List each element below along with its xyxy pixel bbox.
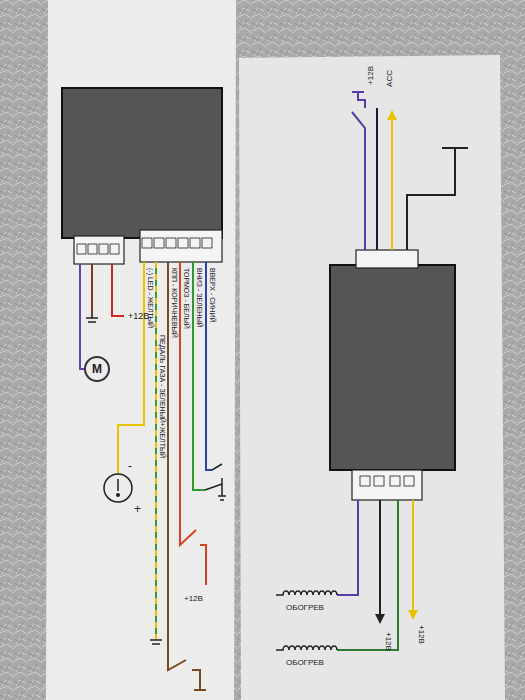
- wire-label: ПЕДАЛЬ ГАЗА - ЗЕЛЕНЫЙ+ЖЕЛТЫЙ: [158, 335, 166, 458]
- motor-symbol: M: [84, 356, 110, 382]
- connector: [140, 230, 222, 262]
- wire-label: ACC: [385, 70, 394, 87]
- wire-label: ВВЕРХ - СИНИЙ: [208, 268, 216, 322]
- right-sheet: [239, 55, 505, 700]
- wire-label: (-) LED - ЖЕЛТЫЙ: [146, 268, 154, 328]
- connector: [352, 470, 422, 500]
- led-lamp-symbol: [104, 474, 132, 502]
- connector: [74, 236, 124, 264]
- left-sheet: [46, 0, 236, 700]
- motor-letter: M: [92, 362, 102, 376]
- wire-label: +12В: [184, 594, 203, 603]
- wire-label: КПП - КОРИЧНЕВЫЙ: [170, 268, 178, 338]
- wire-label: +: [134, 503, 141, 517]
- wire-label: ВНИЗ - ЗЕЛЕНЫЙ: [195, 268, 203, 328]
- heater-coil: [276, 591, 337, 595]
- wire-label: ОБОГРЕВ: [286, 603, 324, 612]
- wire-label: +12В: [366, 66, 375, 85]
- control-module: [62, 88, 222, 238]
- wire-label: +12В: [384, 632, 393, 651]
- connector: [356, 250, 418, 268]
- control-module: [330, 265, 455, 470]
- wire-label: +12В: [128, 311, 149, 321]
- wire-label: ОБОГРЕВ: [286, 658, 324, 667]
- wires: [80, 262, 226, 690]
- wires: [337, 92, 468, 650]
- wire-label: -: [128, 460, 132, 474]
- wire-label: +12В: [417, 625, 426, 644]
- wire-label: ТОРМОЗ - БЕЛЫЙ: [182, 268, 190, 329]
- heater-coil: [276, 646, 337, 650]
